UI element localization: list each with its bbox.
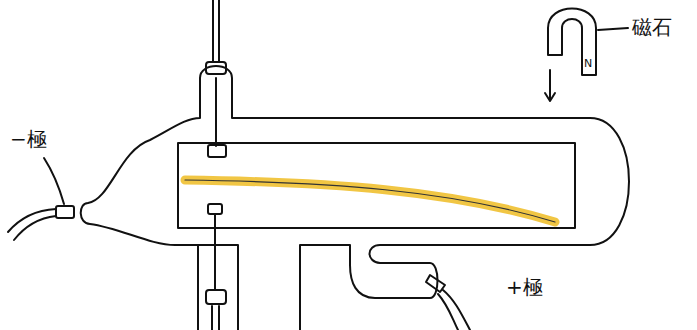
magnet-label: 磁石 xyxy=(632,16,672,38)
pole-letter: N xyxy=(584,58,592,70)
leader-line xyxy=(44,158,64,204)
cathode-cable xyxy=(8,209,56,240)
fluorescent-screen xyxy=(178,143,575,228)
lower-electrode-plate xyxy=(208,204,222,214)
motion-arrow xyxy=(545,70,555,101)
pole-label: +極 xyxy=(506,276,543,298)
magnet-leader xyxy=(598,28,628,30)
electron-beam-line xyxy=(185,180,555,222)
upper-electrode-plate xyxy=(208,145,226,157)
glass-tube-stem xyxy=(197,245,199,330)
pole-label: −極 xyxy=(10,128,47,150)
magnet xyxy=(548,9,596,76)
cathode-terminal xyxy=(56,206,74,218)
lower-electrode-wire xyxy=(212,214,219,330)
glass-tube xyxy=(81,66,629,330)
anode-cable xyxy=(438,290,470,330)
anode-terminal xyxy=(426,275,445,292)
upper-electrode-band xyxy=(206,62,226,74)
electron-beam xyxy=(185,180,555,222)
lower-electrode-band xyxy=(206,290,226,304)
